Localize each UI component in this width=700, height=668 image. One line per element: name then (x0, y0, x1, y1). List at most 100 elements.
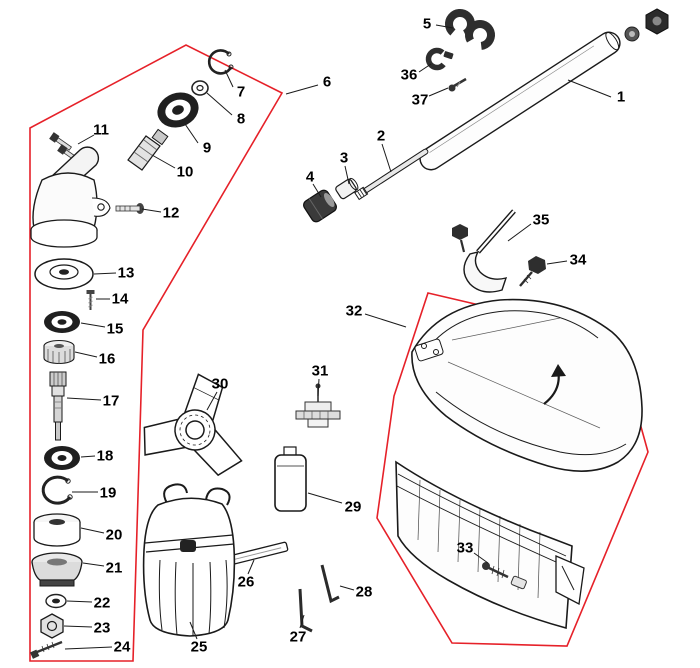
part-23-nut (40, 613, 64, 639)
callout-30: 30 (212, 376, 229, 393)
callout-6: 6 (323, 74, 331, 91)
callout-18: 18 (97, 448, 114, 465)
callout-20: 20 (106, 527, 123, 544)
part-7-circlip (207, 49, 234, 75)
leader-line-34 (546, 260, 568, 265)
callout-32: 32 (346, 303, 363, 320)
callout-1: 1 (617, 89, 625, 106)
part-30-tri-blade (143, 373, 243, 477)
callout-14: 14 (112, 291, 129, 308)
callout-5: 5 (423, 16, 431, 33)
leader-line-4 (312, 183, 322, 198)
part-27-hex-key (298, 588, 313, 633)
callout-26: 26 (238, 574, 255, 591)
leader-line-8 (206, 92, 233, 116)
leader-line-24 (64, 646, 113, 650)
leader-line-26 (247, 559, 255, 575)
part-35-guard-bracket (452, 209, 516, 293)
part-4-coupler-nut (303, 189, 337, 223)
leader-line-3 (344, 165, 350, 185)
callout-28: 28 (356, 584, 373, 601)
part-25-harness-bag (142, 483, 236, 637)
callout-34: 34 (570, 252, 587, 269)
leader-line-20 (80, 527, 105, 534)
part-36-clamp-ring (425, 47, 454, 71)
leader-line-11 (77, 134, 95, 145)
callout-27: 27 (290, 629, 307, 646)
leader-line-25 (189, 621, 198, 640)
part-18-bearing (44, 446, 80, 470)
part-17-output-shaft (49, 371, 67, 441)
part-37-clamp-screw (448, 77, 467, 92)
part-9-bearing (157, 92, 199, 128)
leader-line-5 (435, 24, 454, 29)
part-8-washer (191, 80, 209, 96)
part-10-bevel-pinion (127, 128, 169, 171)
part-33-guard-screw (482, 562, 527, 590)
part-16-bevel-gear (43, 339, 75, 365)
part-15-bearing (44, 311, 80, 333)
callout-4: 4 (306, 169, 315, 186)
part-21-trimmer-head-spool (31, 552, 83, 587)
callout-10: 10 (177, 164, 194, 181)
part-22-washer (45, 593, 67, 609)
callout-12: 12 (163, 205, 180, 222)
part-12-screw (115, 203, 144, 214)
group-outline-gearhead-assembly (29, 44, 284, 662)
callout-36: 36 (401, 67, 418, 84)
leader-line-12 (141, 208, 162, 213)
leader-line-30 (206, 391, 218, 411)
leader-line-7 (224, 69, 234, 88)
callout-11: 11 (93, 122, 109, 139)
callout-33: 33 (457, 540, 474, 557)
callout-16: 16 (99, 351, 116, 368)
part-28-hex-key (320, 564, 340, 604)
part-32-guard-shield (411, 298, 643, 472)
callout-7: 7 (237, 84, 245, 101)
leader-line-22 (66, 600, 93, 603)
leader-line-6 (285, 84, 319, 95)
callout-35: 35 (533, 212, 550, 229)
leader-line-35 (507, 223, 532, 242)
hardware-hex-nut (645, 8, 669, 35)
callout-24: 24 (114, 639, 131, 656)
callout-17: 17 (103, 393, 120, 410)
callout-19: 19 (100, 485, 117, 502)
leader-line-28 (339, 585, 355, 591)
callout-37: 37 (412, 92, 429, 109)
leader-line-23 (63, 625, 93, 628)
callout-3: 3 (340, 150, 348, 167)
callout-13: 13 (118, 265, 135, 282)
part-32-guard-skirt (395, 460, 585, 630)
part-24-screw (30, 640, 63, 659)
leader-line-36 (418, 63, 432, 73)
leader-line-37 (428, 87, 449, 97)
callout-9: 9 (203, 140, 211, 157)
callout-21: 21 (106, 560, 123, 577)
gearhead-housing (30, 146, 111, 248)
leader-line-29 (307, 492, 343, 504)
leader-line-31 (317, 378, 320, 397)
leader-line-16 (74, 351, 98, 358)
leader-line-15 (80, 322, 106, 328)
callout-2: 2 (377, 128, 385, 145)
part-29-grease-container (274, 446, 307, 512)
callout-25: 25 (191, 639, 208, 656)
callout-22: 22 (94, 595, 111, 612)
part-3-bushing (335, 177, 359, 200)
hardware-bushing (624, 26, 640, 42)
callout-8: 8 (237, 111, 245, 128)
part-1-shaft-tube (419, 31, 621, 171)
part-5-handle-clamp (445, 9, 495, 50)
callout-29: 29 (345, 499, 362, 516)
leader-line-13 (93, 272, 117, 275)
leader-line-2 (381, 143, 392, 173)
part-19-circlip (41, 475, 73, 505)
leader-line-18 (80, 455, 96, 458)
part-20-head-housing (33, 513, 81, 547)
leader-line-33 (473, 552, 489, 564)
leader-line-27 (299, 614, 305, 629)
leader-line-9 (184, 123, 199, 144)
